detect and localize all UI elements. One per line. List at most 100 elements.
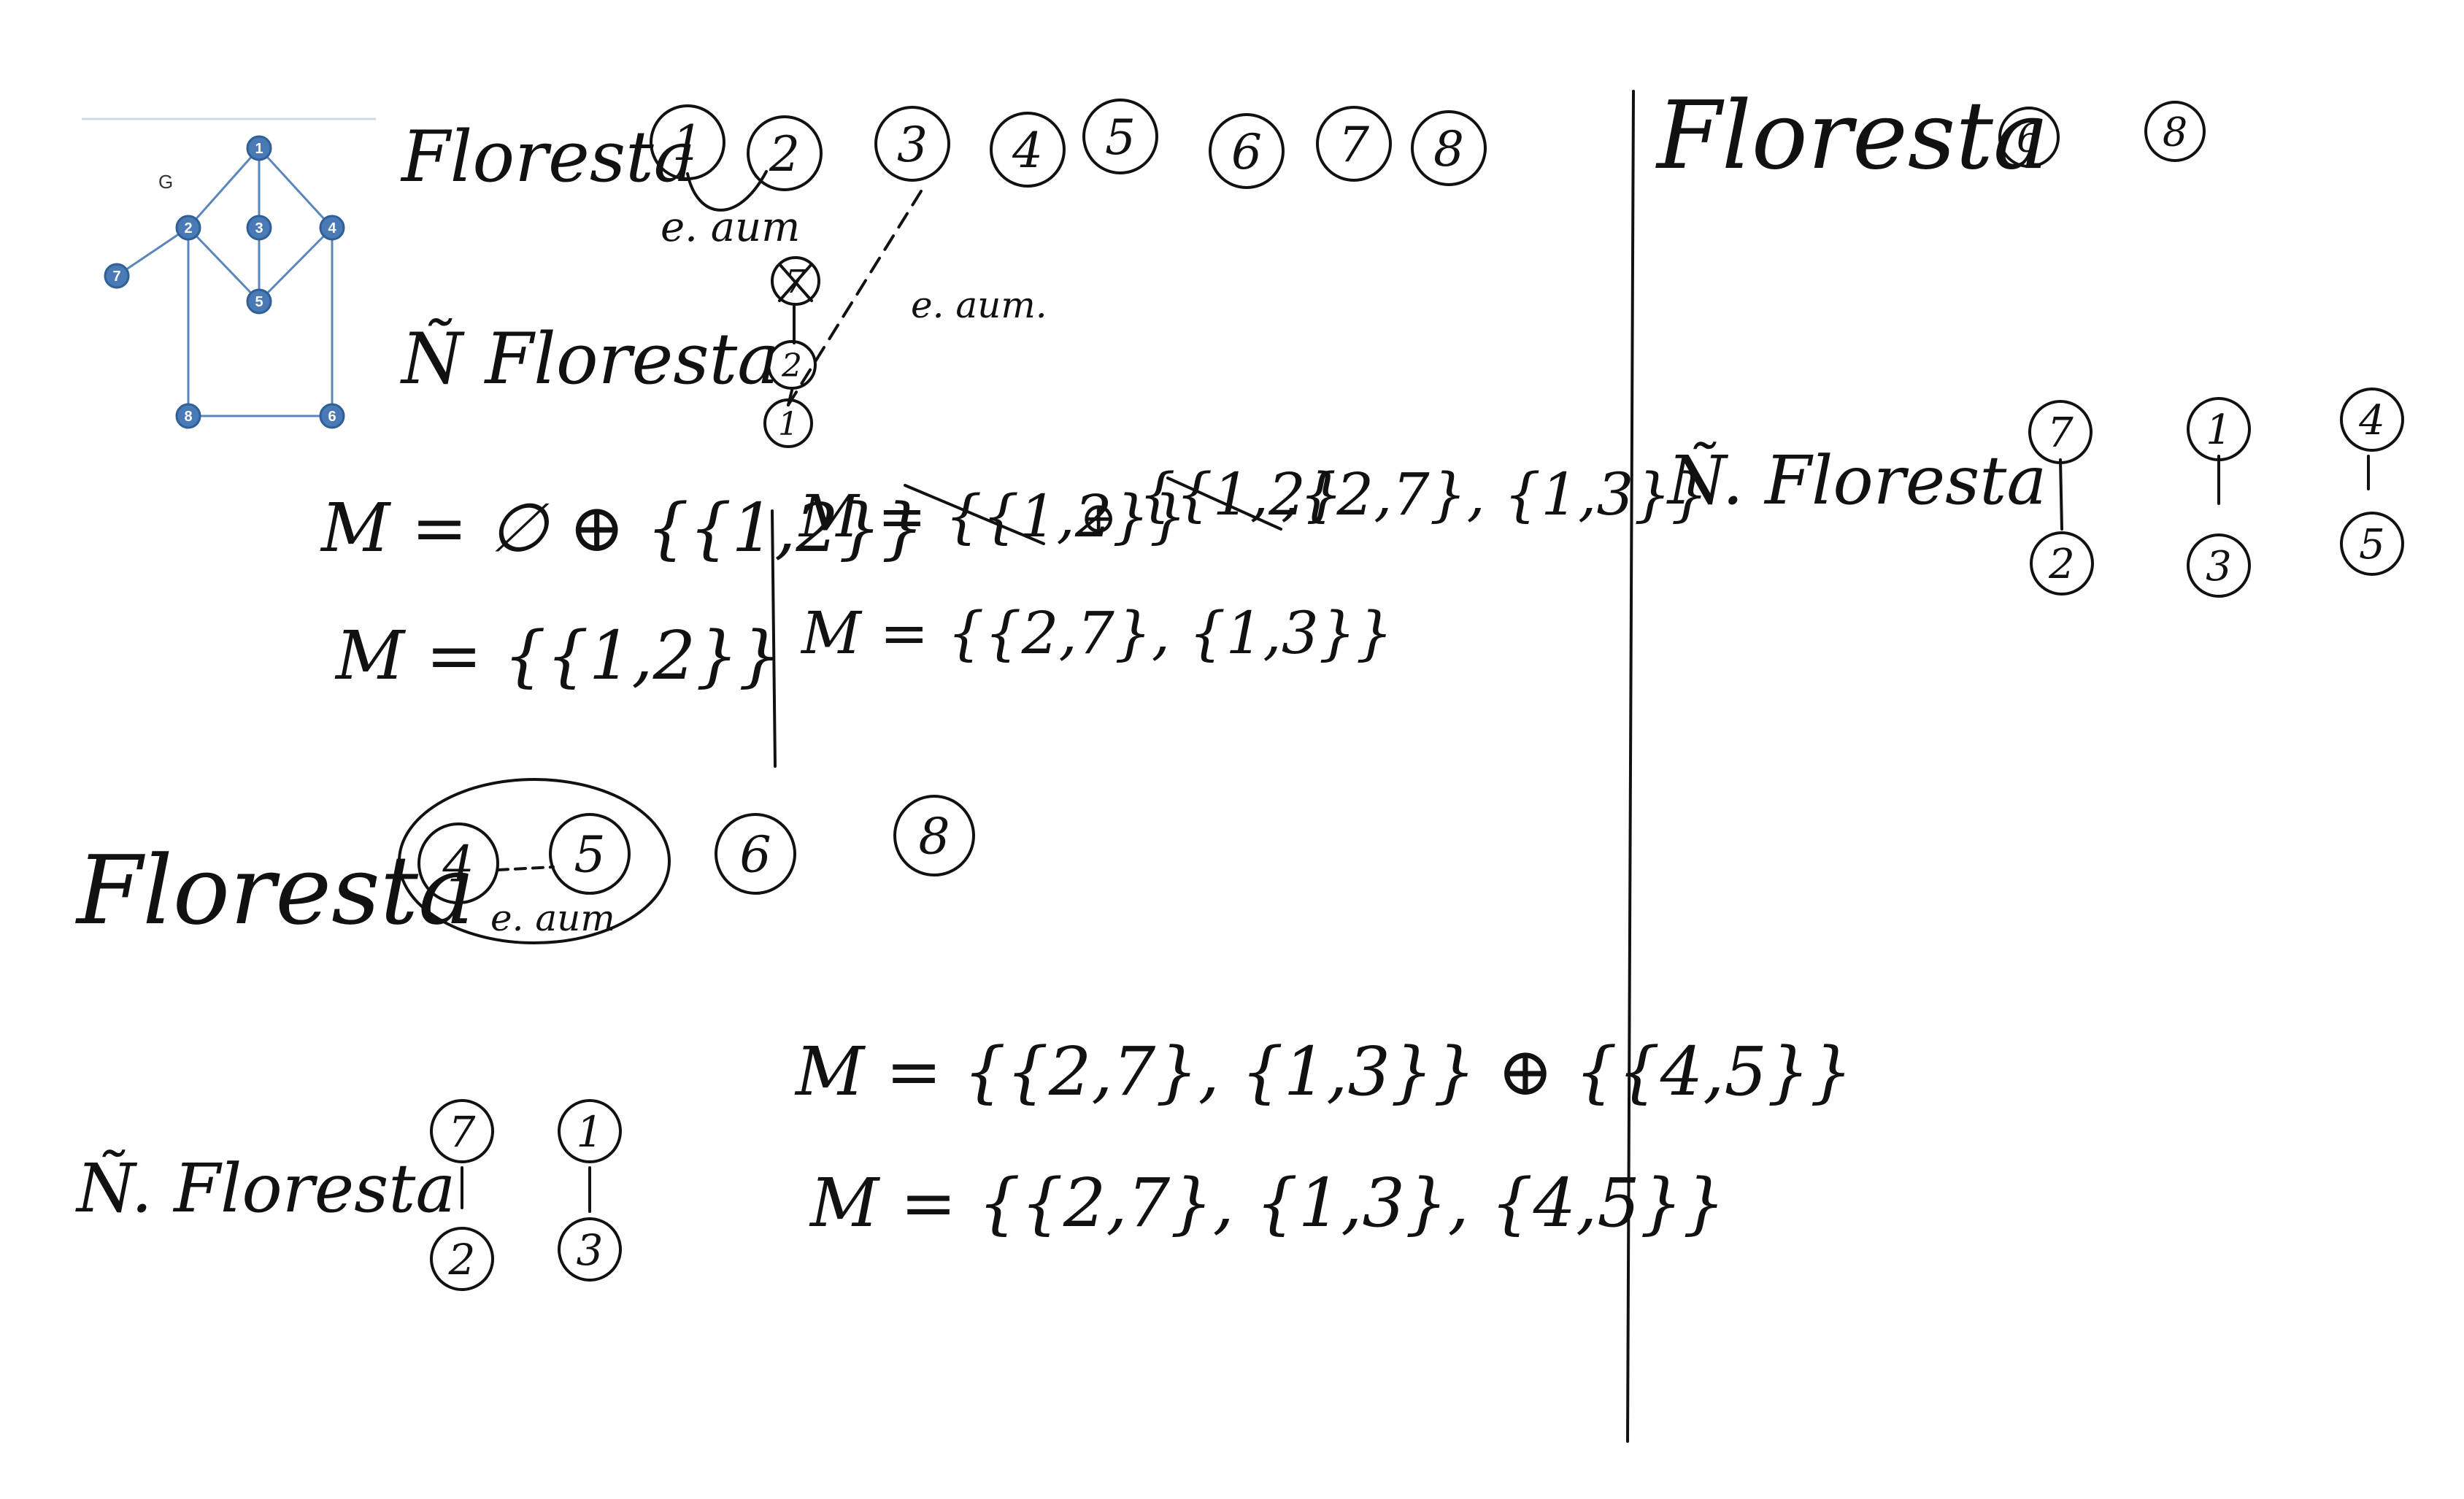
step3-nforest-node-label-7: 7 [449,1107,476,1157]
graph-node-6 [319,403,345,429]
step3-nforest-node-circle-3 [558,1217,622,1282]
step1-edge-note-2: e. aum. [911,284,1047,326]
graph-node-label-1: 1 [255,141,263,157]
graph-edge-4-5 [258,226,334,303]
step3-forest-label: Floresta [75,835,475,946]
step1-aug-edge-curve [686,170,768,212]
step2-eq1-m: M = {{1,2}} [798,482,1187,550]
step1-nforest-node-label-2: 2 [781,347,802,385]
step4-nforest-node-label-1: 1 [2206,406,2232,454]
step4-forest-node-circle-8 [2144,101,2206,162]
step3-eq1: M = {{2,7}, {1,3}} ⊕ {{4,5}} [794,1033,1852,1111]
step1-forest-node-label-4: 4 [1012,123,1043,179]
step1-nforest: Ñ Floresta 7 2 1 [400,256,820,448]
step2-eq2: M = {{2,7}, {1,3}} [800,599,1393,667]
graph-node-1 [246,135,272,161]
step3-eq2: M = {{2,7}, {1,3}, {4,5}} [809,1164,1725,1242]
graph-node-label-5: 5 [255,294,263,310]
graph-node-8 [175,403,201,429]
step3-forest-nodes: 4 5 6 8 [417,795,975,904]
step2-strike-2 [1166,477,1282,531]
divider-left-right [1626,90,1635,1443]
tree-edge-2-1 [787,389,793,406]
step1-nforest-node-label-7: 7 [785,263,806,301]
graph-edges [116,147,334,417]
step3-forest-node-label-8: 8 [918,808,950,866]
step2-strike-1 [904,484,1045,545]
step4-nforest-node-circle-2 [2030,531,2094,596]
step1-forest-node-circle-3 [874,106,950,182]
step3-nforest-node-circle-1 [558,1099,622,1163]
step1-forest-node-circle-2 [747,115,823,191]
step1-edge-note: e. aum [661,204,800,251]
step4-forest-node-label-8: 8 [2163,109,2187,155]
step4-nforest-node-label-2: 2 [2048,541,2075,588]
graph-edge-1-2 [187,147,261,228]
tree-edge-7-2 [2059,458,2063,531]
graph-label: G [158,171,173,193]
step1-forest-node-label-1: 1 [672,115,703,172]
step1-forest-node-circle-5 [1082,99,1158,174]
graph-node-4 [319,215,345,241]
step1-aug-edge-dashed [787,190,923,406]
step3-forest-node-label-5: 5 [574,826,605,884]
step1-forest-node-circle-6 [1209,113,1285,189]
step2-eq1-rest: ,{2,7}, {1,3}} [1281,461,1708,528]
step4-nforest-node-label-3: 3 [2206,543,2232,590]
step3-edge-note: e. aum [490,897,615,939]
graph-node-label-3: 3 [255,220,263,236]
graph-node-5 [246,288,272,315]
step1-nforest-node-circle-1 [763,398,813,448]
step1-nforest-node-circle-7 [771,256,820,306]
step4-nforest-node-circle-3 [2187,533,2251,598]
step1-nforest-node-circle-2 [767,340,817,390]
step1-forest-node-label-5: 5 [1105,109,1136,166]
graph-node-label-6: 6 [328,409,336,425]
step1-forest-label: Floresta [400,116,696,198]
step1-nforest-label: Ñ Floresta [400,318,779,400]
step3-forest-node-label-6: 6 [739,826,771,884]
step1-nforest-node-label-1: 1 [778,406,798,443]
step4-nforest-node-label-5: 5 [2359,521,2385,569]
step4-forest-node-circle-6 [1998,107,2060,168]
step4-nforest-node-circle-7 [2028,400,2093,464]
step3-forest-node-circle-6 [715,813,796,895]
step1-eq1: M = ∅ ⊕ {{1,2}} [320,489,924,567]
step3-forest-node-circle-8 [893,795,975,876]
step3-nforest-node-label-1: 1 [577,1107,604,1157]
graph-node-7 [104,263,130,289]
step4-forest-node-label-6: 6 [2017,115,2041,161]
step4-forest-label: Floresta [1655,82,2049,190]
step4-nforest-node-circle-4 [2340,388,2404,452]
step1-eq2: M = {{1,2}} [334,617,781,695]
graph-node-label-8: 8 [184,409,192,425]
step1-forest-node-label-7: 7 [1339,117,1369,173]
step4-nforest-node-circle-1 [2187,397,2251,461]
step3-aug-edge-dashed [496,866,555,871]
step1-forest-node-label-2: 2 [769,126,800,182]
divider-step1-step2 [771,509,777,768]
graph-edge-1-4 [258,147,334,229]
step3-nforest-node-label-3: 3 [577,1225,604,1275]
step1-forest-node-circle-8 [1411,110,1487,186]
step1-nforest-tree: 7 2 1 [763,256,820,448]
step1-forest-node-circle-7 [1316,106,1392,182]
step3-forest-node-label-4: 4 [442,836,474,893]
graph-node-label-7: 7 [112,269,120,285]
crossed-out-mark [778,263,813,302]
graph-node-label-2: 2 [184,220,192,236]
step4-forest: Floresta 6 8 [1655,82,2206,190]
step1-forest-node-label-8: 8 [1433,121,1464,177]
step2-eq1-old: {{1,2} [1139,461,1343,528]
step3-forest-node-circle-4 [417,822,499,904]
step3-forest-node-circle-5 [549,813,631,895]
graph-node-2 [175,215,201,241]
step1-forest-node-circle-4 [990,112,1066,188]
